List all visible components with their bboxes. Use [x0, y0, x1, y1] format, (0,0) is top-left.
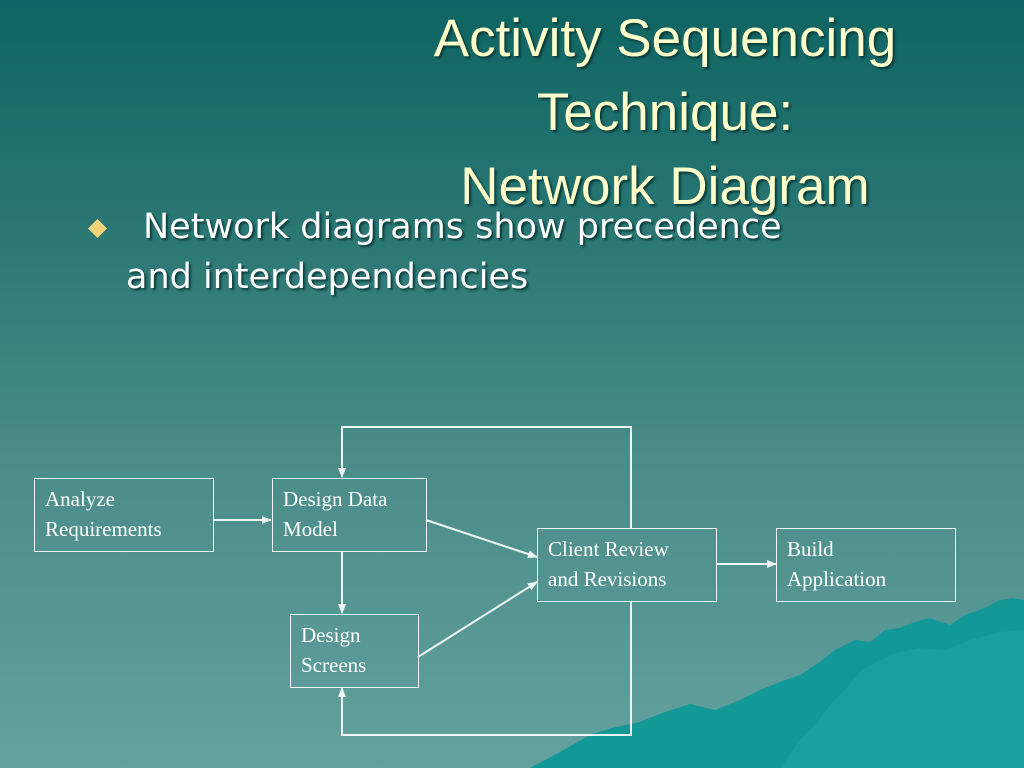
node-client-review-and-revisions: Client Review and Revisions [537, 528, 717, 602]
edge-design-screens-to-client-review [417, 581, 538, 658]
node-analyze-requirements: Analyze Requirements [34, 478, 214, 552]
title-line-1: Activity Sequencing [433, 9, 897, 68]
node-build-application: Build Application [776, 528, 956, 602]
node-design-screens: Design Screens [290, 614, 419, 688]
bullet-text-line-2: and interdependencies [126, 257, 529, 297]
edge-design-data-model-to-client-review [425, 519, 538, 558]
title-line-3: Network Diagram [460, 157, 870, 216]
node-label-line-1: Design [301, 623, 361, 647]
node-label-line-1: Design Data [283, 487, 388, 511]
slide-title: Activity Sequencing Technique: Network D… [360, 2, 970, 224]
node-label-line-2: Screens [301, 653, 367, 677]
node-label-line-1: Build [787, 537, 834, 561]
edge-client-review-feedback-to-design-data-model [338, 426, 632, 528]
node-label-line-1: Client Review [548, 537, 669, 561]
node-label-line-1: Analyze [45, 487, 115, 511]
node-label-line-2: and Revisions [548, 567, 667, 591]
node-label-line-2: Model [283, 517, 338, 541]
node-label-line-2: Requirements [45, 517, 162, 541]
title-line-2: Technique: [536, 83, 794, 142]
node-design-data-model: Design Data Model [272, 478, 427, 552]
edge-client-review-feedback-to-design-screens [338, 602, 632, 736]
bullet-text-line-1: Network diagrams show precedence [143, 207, 782, 247]
node-label-line-2: Application [787, 567, 887, 591]
diamond-bullet-icon [88, 219, 107, 238]
